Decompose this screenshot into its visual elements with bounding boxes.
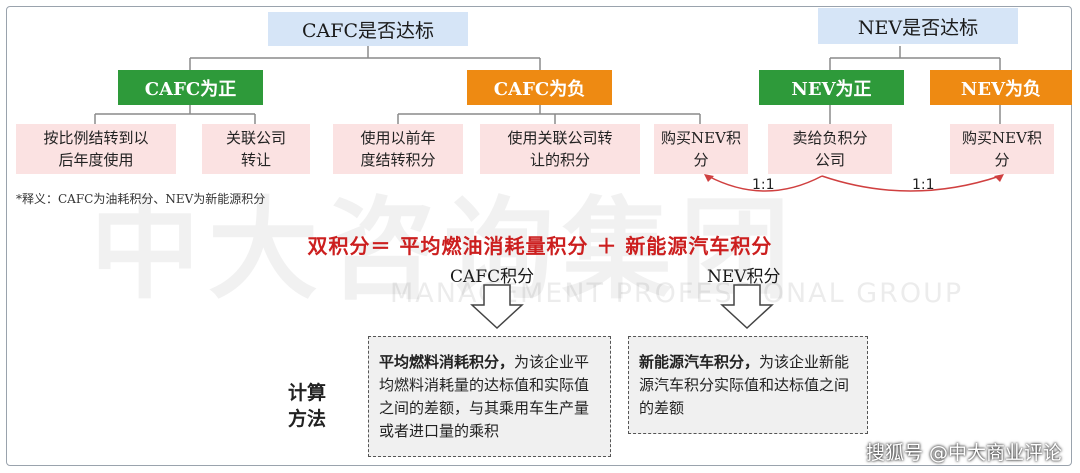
option-buy-nev-2: 购买NEV积 分 bbox=[950, 124, 1054, 174]
option-use-previous: 使用以前年 度结转积分 bbox=[333, 124, 463, 174]
cafc-positive-box: CAFC为正 bbox=[118, 70, 263, 105]
nev-definition-rest: 为该企业新能源汽车积分实际值和达标值之间的差额 bbox=[639, 352, 850, 417]
nev-positive-box: NEV为正 bbox=[759, 70, 904, 105]
formula: 双积分＝ 平均燃油消耗量积分 ＋ 新能源汽车积分 bbox=[307, 234, 773, 258]
cafc-definition-bold: 平均燃料消耗积分， bbox=[379, 352, 515, 371]
diagram-frame bbox=[6, 6, 1072, 466]
nev-negative-box: NEV为负 bbox=[930, 70, 1072, 105]
calc-method-label: 计算 方法 bbox=[288, 382, 327, 430]
option-transfer-related: 关联公司 转让 bbox=[202, 124, 310, 174]
nev-definition-bold: 新能源汽车积分， bbox=[639, 352, 760, 371]
nev-points-label: NEV积分 bbox=[707, 267, 781, 287]
ratio-left: 1:1 bbox=[752, 177, 775, 193]
nev-definition-box: 新能源汽车积分，为该企业新能源汽车积分实际值和达标值之间的差额 bbox=[628, 336, 868, 434]
cafc-negative-box: CAFC为负 bbox=[467, 70, 612, 105]
cafc-compliance-box: CAFC是否达标 bbox=[268, 12, 468, 46]
option-buy-nev-1: 购买NEV积 分 bbox=[654, 124, 748, 174]
option-use-related: 使用关联公司转 让的积分 bbox=[480, 124, 640, 174]
ratio-right: 1:1 bbox=[912, 177, 935, 193]
option-carry-forward: 按比例结转到以 后年度使用 bbox=[16, 124, 176, 174]
watermark-cn: 中大咨询集团 bbox=[90, 186, 798, 314]
option-sell-to-negative: 卖给负积分 公司 bbox=[768, 124, 892, 174]
cafc-definition-rest: 为该企业平均燃料消耗量的达标值和实际值之间的差额，与其乘用车生产量或者进口量的乘… bbox=[379, 352, 590, 440]
cafc-points-label: CAFC积分 bbox=[450, 267, 535, 287]
cafc-definition-box: 平均燃料消耗积分，为该企业平均燃料消耗量的达标值和实际值之间的差额，与其乘用车生… bbox=[368, 336, 611, 457]
nev-definition-text: 新能源汽车积分，为该企业新能源汽车积分实际值和达标值之间的差额 bbox=[639, 351, 857, 420]
cafc-definition-text: 平均燃料消耗积分，为该企业平均燃料消耗量的达标值和实际值之间的差额，与其乘用车生… bbox=[379, 351, 600, 443]
footnote: *释义：CAFC为油耗积分、NEV为新能源积分 bbox=[16, 192, 266, 206]
nev-compliance-box: NEV是否达标 bbox=[818, 8, 1018, 44]
source-credit: 搜狐号 @中大商业评论 bbox=[865, 442, 1062, 464]
